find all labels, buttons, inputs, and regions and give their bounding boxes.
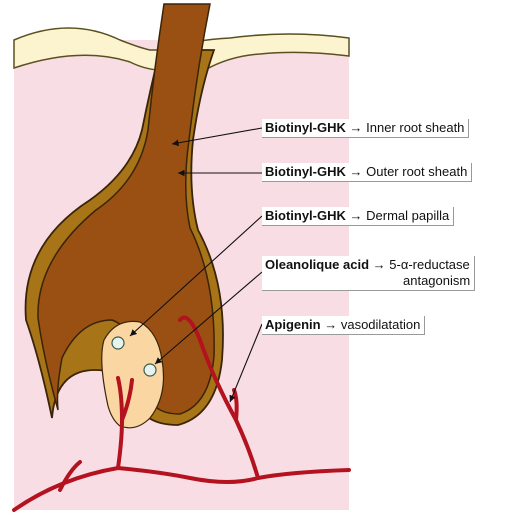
label-outer-root-sheath: Biotinyl-GHK → Outer root sheath bbox=[262, 163, 472, 182]
molecule-marker bbox=[144, 364, 156, 376]
label-inner-root-sheath: Biotinyl-GHK → Inner root sheath bbox=[262, 119, 469, 138]
label-bold: Apigenin bbox=[265, 317, 321, 332]
label-arrow: → bbox=[346, 120, 366, 135]
molecule-marker bbox=[112, 337, 124, 349]
label-bold: Biotinyl-GHK bbox=[265, 208, 346, 223]
label-apigenin: Apigenin → vasodilatation bbox=[262, 316, 425, 335]
label-text: vasodilatation bbox=[341, 317, 421, 332]
label-line-1: Oleanolique acid → 5-α-reductase bbox=[265, 257, 470, 273]
label-bold: Oleanolique acid bbox=[265, 257, 369, 272]
label-oleanolique-acid: Oleanolique acid → 5-α-reductase antagon… bbox=[262, 256, 475, 291]
label-bold: Biotinyl-GHK bbox=[265, 120, 346, 135]
label-text: Inner root sheath bbox=[366, 120, 464, 135]
label-line-2: antagonism bbox=[265, 273, 470, 289]
label-arrow: → bbox=[369, 257, 389, 272]
label-arrow: → bbox=[346, 164, 366, 179]
label-arrow: → bbox=[346, 208, 366, 223]
label-arrow: → bbox=[321, 317, 341, 332]
label-text: Dermal papilla bbox=[366, 208, 449, 223]
label-text: 5-α-reductase bbox=[389, 257, 470, 272]
label-bold: Biotinyl-GHK bbox=[265, 164, 346, 179]
label-dermal-papilla: Biotinyl-GHK → Dermal papilla bbox=[262, 207, 454, 226]
label-text: Outer root sheath bbox=[366, 164, 467, 179]
